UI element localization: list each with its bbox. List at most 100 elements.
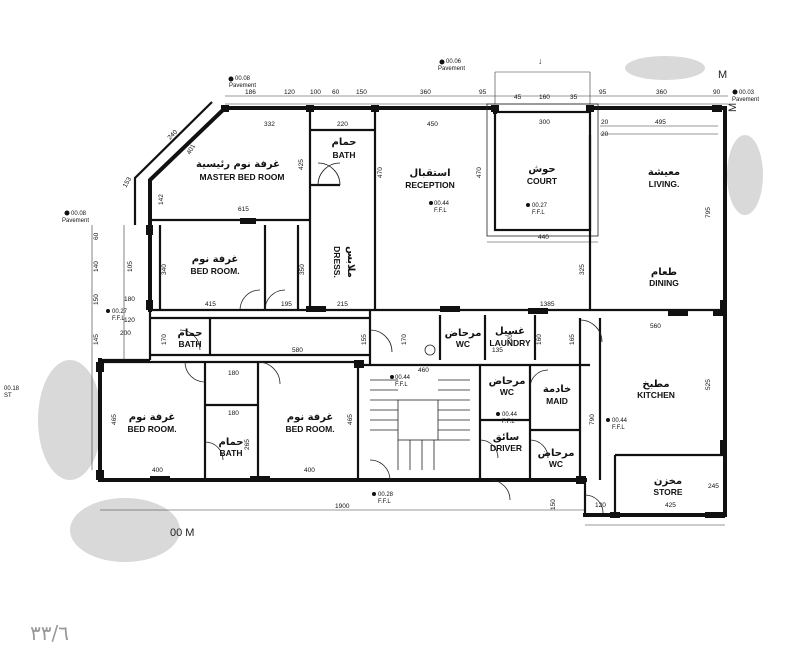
pav3-text: Pavement <box>732 97 759 103</box>
room-en-master: MASTER BED ROOM <box>200 172 285 182</box>
level-marker-icon <box>732 89 738 95</box>
lvl-left-text: ST <box>4 393 12 399</box>
level-marker-icon <box>429 201 433 205</box>
ffl3-value: 00.44 <box>395 375 411 381</box>
dim-450: 450 <box>427 121 438 128</box>
room-en-bath2: BATH <box>179 339 202 349</box>
dim-470b: 470 <box>476 167 483 178</box>
dim-20a: 20 <box>601 119 609 126</box>
dim-470a: 470 <box>377 167 384 178</box>
room-ar-bath3: حمام <box>219 437 244 448</box>
dim-160: 160 <box>539 94 550 101</box>
room-en-bed3: BED ROOM. <box>285 424 334 434</box>
pav2-value: 00.06 <box>446 59 462 65</box>
page-number: ٣٣/٦ <box>30 621 69 645</box>
level-marker-icon <box>390 375 394 379</box>
room-en-bed1: BED ROOM. <box>190 266 239 276</box>
dim-160b: 160 <box>536 334 543 345</box>
level-marker-icon <box>64 210 70 216</box>
ffl1-value: 00.44 <box>434 201 450 207</box>
room-en-driver: DRIVER <box>490 443 522 453</box>
dim-60: 60 <box>332 89 340 96</box>
dim-495: 495 <box>655 119 666 126</box>
level-marker-icon <box>496 412 500 416</box>
dim-615: 615 <box>238 206 249 213</box>
dim-120: 120 <box>284 89 295 96</box>
room-en-kitchen: KITCHEN <box>637 390 675 400</box>
room-ar-reception: استقبال <box>409 168 450 179</box>
blur-left <box>38 360 102 480</box>
dim-35: 35 <box>570 94 578 101</box>
dim-120d: 120 <box>124 317 135 324</box>
lvl-left2-value: 00.27 <box>112 309 128 315</box>
interior-walls <box>100 112 725 515</box>
dim-525: 525 <box>705 379 712 390</box>
dim-580: 580 <box>292 347 303 354</box>
dim-100: 100 <box>310 89 321 96</box>
dim-245: 245 <box>708 483 719 490</box>
blur-bottom-left <box>70 498 180 562</box>
ffl3-text: F.F.L <box>395 382 408 388</box>
dim-186: 186 <box>245 89 256 96</box>
room-ar-wc2: مرحاض <box>489 376 526 387</box>
room-en-laundry: LAUNDRY <box>489 338 531 348</box>
room-en-wc3: WC <box>549 459 563 469</box>
dim-265: 265 <box>244 439 251 450</box>
dim-120b: 120 <box>507 334 514 345</box>
room-en-maid: MAID <box>546 396 568 406</box>
doors <box>179 162 604 514</box>
pav1-value: 00.08 <box>235 76 251 82</box>
m-label-top: M <box>718 69 727 81</box>
room-en-store: STORE <box>653 487 682 497</box>
pav4-text: Pavement <box>62 218 89 224</box>
room-en-dining: DINING <box>649 278 679 288</box>
interior-dimensions: 425 615 470 470 440 795 325 340 350 415 … <box>111 159 712 474</box>
room-ar-dining: طعام <box>651 267 677 278</box>
staircase <box>370 344 470 470</box>
dim-20b: 20 <box>601 131 609 138</box>
room-en-bath1: BATH <box>333 150 356 160</box>
room-ar-laundry: غسيل <box>495 326 525 337</box>
dim-795: 795 <box>705 207 712 218</box>
dim-165: 165 <box>569 334 576 345</box>
top-dimensions: 186 120 100 60 150 360 95 45 160 35 95 3… <box>225 71 728 138</box>
dim-400a: 400 <box>152 467 163 474</box>
ffl4-value: 00.44 <box>502 412 518 418</box>
dim-150b: 150 <box>550 499 557 510</box>
dim-142: 142 <box>158 194 165 205</box>
ffl5-text: F.F.L <box>612 425 625 431</box>
bottom-dimensions: 1900 425 245 150 120 <box>100 483 725 526</box>
dim-240: 240 <box>166 129 179 142</box>
room-ar-bed3: غرفة نوم <box>287 412 334 423</box>
dim-425: 425 <box>298 159 305 170</box>
dim-220: 220 <box>337 121 348 128</box>
dim-195: 195 <box>281 301 292 308</box>
dim-135: 135 <box>492 347 503 354</box>
dim-155: 155 <box>361 334 368 345</box>
dim-300: 300 <box>539 119 550 126</box>
dim-415: 415 <box>205 301 216 308</box>
room-en-reception: RECEPTION <box>405 180 455 190</box>
dim-460: 460 <box>418 367 429 374</box>
level-marker-icon <box>526 203 530 207</box>
dim-180c: 180 <box>124 296 135 303</box>
pav1-text: Pavement <box>229 83 256 89</box>
dim-170b: 170 <box>401 334 408 345</box>
dim-200: 200 <box>120 330 131 337</box>
dim-90: 90 <box>713 89 721 96</box>
room-ar-master: غرفة نوم رئيسية <box>196 159 280 170</box>
dim-360b: 360 <box>656 89 667 96</box>
dim-1385: 1385 <box>540 301 555 308</box>
dim-60b: 60 <box>93 232 100 240</box>
pav2-text: Pavement <box>438 66 465 72</box>
ffl1-text: F.F.L <box>434 208 447 214</box>
columns <box>96 105 726 518</box>
dim-440: 440 <box>538 234 549 241</box>
room-ar-bed1: غرفة نوم <box>192 254 239 265</box>
dim-360a: 360 <box>420 89 431 96</box>
level-marker-icon <box>372 492 376 496</box>
dim-215: 215 <box>337 301 348 308</box>
room-labels: غرفة نوم رئيسية MASTER BED ROOM حمام BAT… <box>127 137 682 497</box>
ffl6-value: 00.28 <box>378 492 394 498</box>
